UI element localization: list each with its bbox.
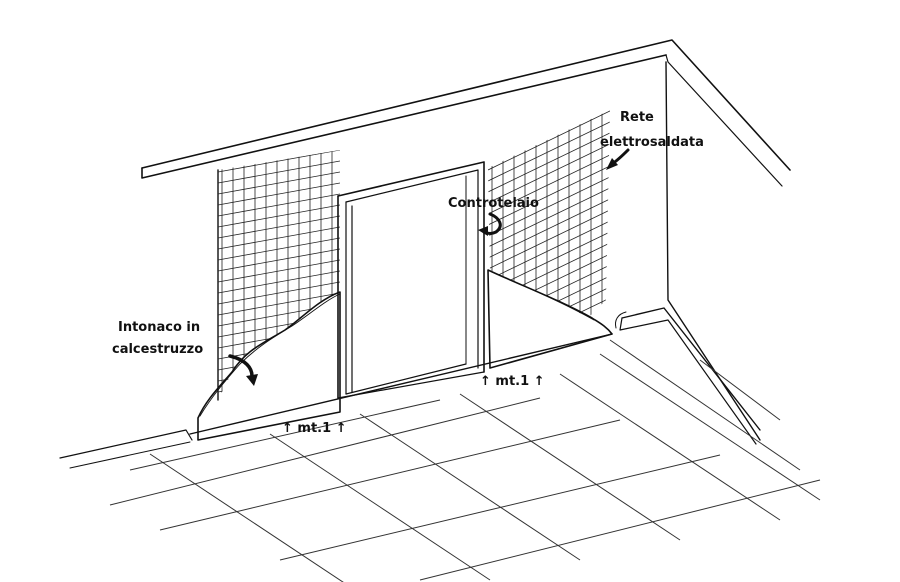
baseboard xyxy=(615,307,761,445)
controtelaio-arrow xyxy=(478,212,502,236)
mesh-wire xyxy=(488,186,610,248)
dimension-label-right: ↑ mt.1 ↑ xyxy=(480,374,545,389)
label-intonaco: Intonaco in xyxy=(118,320,200,335)
mesh-wire xyxy=(218,380,340,400)
mesh-wire xyxy=(488,252,610,314)
mesh-wire xyxy=(218,447,340,469)
plaster-left xyxy=(197,291,341,441)
mesh-wire xyxy=(218,171,340,195)
mesh-wire xyxy=(218,182,340,206)
label-rete: Rete xyxy=(620,110,654,125)
mesh-wire xyxy=(488,120,610,182)
mesh-wire xyxy=(488,341,612,401)
floor-tile-line xyxy=(109,397,541,506)
mesh-wire xyxy=(218,369,340,393)
mesh-wire xyxy=(218,281,340,305)
mesh-wire xyxy=(218,226,340,250)
mesh-wire xyxy=(218,248,340,272)
mesh-wire xyxy=(218,259,340,283)
mesh-wire xyxy=(218,325,340,349)
mesh-wire xyxy=(488,110,610,171)
label-controtelaio: Controtelaio xyxy=(448,196,539,211)
floor-tile-line xyxy=(359,413,581,561)
floor-tile-line xyxy=(419,479,821,581)
wall-base-line xyxy=(59,333,613,469)
floor-tile-line xyxy=(159,419,621,531)
mesh-wire xyxy=(488,175,610,237)
mesh-wire xyxy=(488,296,610,318)
mesh-wire xyxy=(488,274,610,318)
mesh-wire xyxy=(218,215,340,239)
floor-tile-line xyxy=(699,359,781,421)
mesh-wire xyxy=(218,292,340,316)
mesh-left xyxy=(218,150,340,469)
wall-outline xyxy=(217,61,761,441)
floor-tile-line xyxy=(129,399,441,471)
mesh-wire xyxy=(218,303,340,327)
floor-tile-line xyxy=(459,393,681,541)
mesh-wire xyxy=(488,164,610,226)
mesh-wire xyxy=(218,336,340,360)
mesh-wire xyxy=(488,363,612,423)
floor-tile-line xyxy=(269,433,491,581)
floor-tile-line xyxy=(149,453,344,582)
mesh-wire xyxy=(218,193,340,217)
mesh-wire xyxy=(218,160,340,184)
mesh-wire xyxy=(218,204,340,228)
mesh-wire xyxy=(218,270,340,294)
mesh-wire xyxy=(488,241,610,303)
mesh-wire xyxy=(488,385,612,445)
mesh-wire xyxy=(488,131,610,193)
mesh-wire xyxy=(218,150,340,173)
floor-tile-line xyxy=(599,353,821,501)
mesh-wire xyxy=(488,153,610,215)
mesh-wire xyxy=(488,263,610,318)
mesh-wire xyxy=(218,436,340,458)
label-calcestruzzo: calcestruzzo xyxy=(112,342,203,357)
floor-tile-line xyxy=(559,373,781,521)
ceiling-edge xyxy=(141,39,791,187)
mesh-wire xyxy=(488,285,610,318)
plaster-right xyxy=(487,269,613,369)
dimension-label-left: ↑ mt.1 ↑ xyxy=(282,421,347,436)
mesh-wire xyxy=(488,197,610,259)
labels: Rete elettrosaldata Controtelaio Intonac… xyxy=(112,110,704,436)
mesh-wire xyxy=(488,142,610,204)
mesh-wire xyxy=(218,358,340,382)
floor-tiles xyxy=(109,339,821,582)
mesh-wire xyxy=(488,230,610,292)
intonaco-arrow xyxy=(228,354,258,386)
label-elettrosaldata: elettrosaldata xyxy=(600,135,704,150)
mesh-wire xyxy=(218,237,340,261)
floor-tile-line xyxy=(279,454,721,561)
mesh-wire xyxy=(488,208,610,270)
floor-tile-line xyxy=(609,339,801,471)
rete-arrow xyxy=(606,148,630,170)
mesh-wire xyxy=(488,219,610,281)
